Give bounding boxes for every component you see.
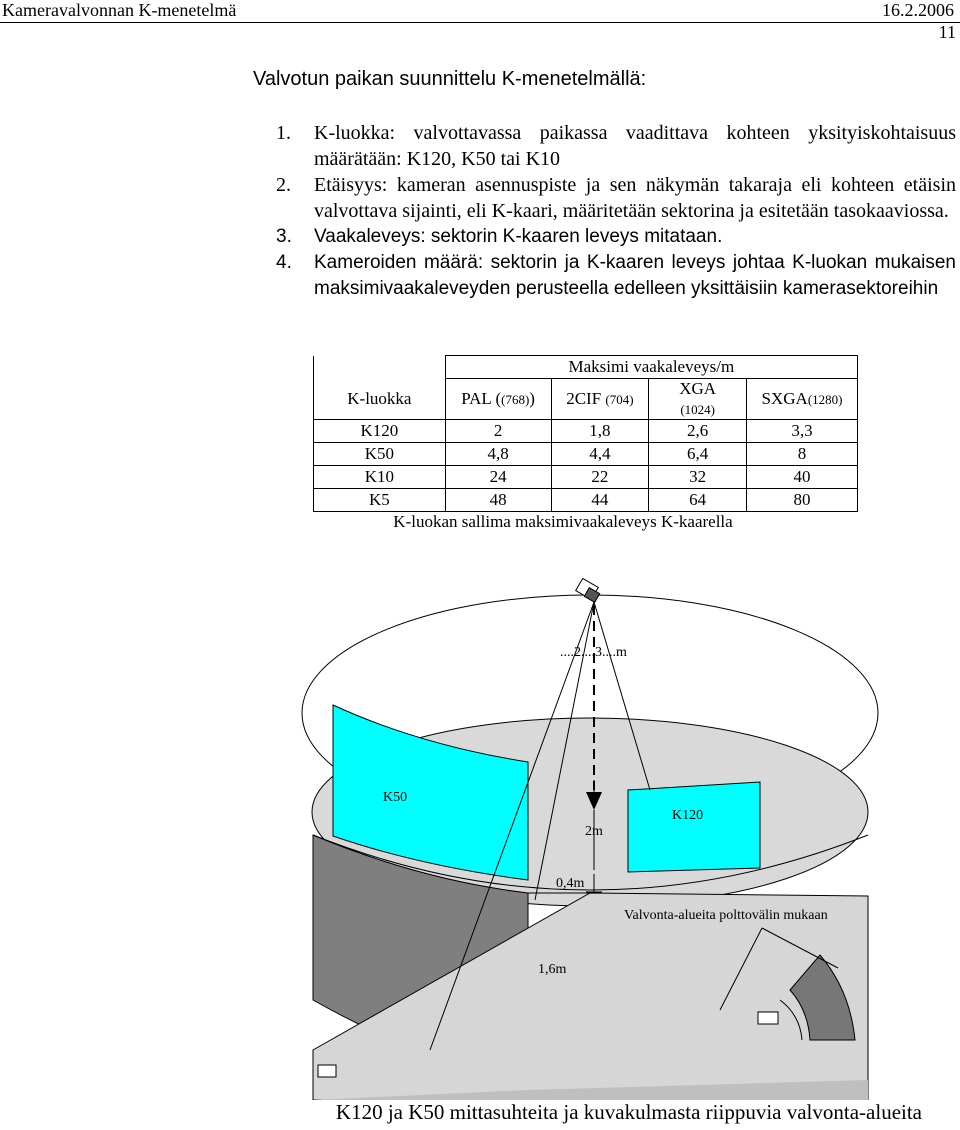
steps-list: 1. K-luokka: valvottavassa paikassa vaad… bbox=[276, 120, 956, 302]
list-item-number: 1. bbox=[276, 122, 291, 144]
table-cell: 2,6 bbox=[648, 419, 748, 443]
list-item: 2. Etäisyys: kameran asennuspiste ja sen… bbox=[276, 172, 956, 224]
table-cell: 4,8 bbox=[444, 442, 552, 466]
floor-sector bbox=[312, 892, 869, 1100]
height-label-2m: 2m bbox=[585, 824, 603, 839]
list-item-number: 4. bbox=[276, 252, 292, 273]
column-header: SXGA(1280) bbox=[746, 378, 858, 420]
table-row: K10 24 22 32 40 bbox=[313, 465, 858, 489]
list-item-text: Kameroiden määrä: sektorin ja K-kaaren l… bbox=[314, 252, 956, 299]
camera-floor-icon bbox=[317, 1064, 337, 1078]
view-ray-left bbox=[534, 601, 595, 901]
table-row: K50 4,8 4,4 6,4 8 bbox=[313, 442, 858, 466]
list-item: 3. Vaakaleveys: sektorin K-kaaren leveys… bbox=[276, 224, 956, 250]
section-heading: Valvotun paikan suunnittelu K-menetelmäl… bbox=[253, 68, 647, 90]
table-corner-header: K-luokka bbox=[313, 378, 446, 420]
table-cell: 32 bbox=[648, 465, 748, 489]
column-header: 2CIF (704) bbox=[550, 378, 650, 420]
table-row: K120 2 1,8 2,6 3,3 bbox=[313, 419, 858, 443]
distance-label: ....2....3....m bbox=[560, 645, 627, 660]
camera-floor-icon bbox=[757, 1011, 779, 1025]
floor-inner bbox=[313, 1080, 868, 1100]
camera-top-icon bbox=[575, 577, 601, 604]
table-cell: 40 bbox=[746, 465, 858, 489]
table-cell: 80 bbox=[746, 488, 858, 512]
focal-pointer-right bbox=[761, 927, 839, 969]
row-label: K50 bbox=[313, 442, 446, 466]
row-label: K5 bbox=[313, 488, 446, 512]
k120-label: K120 bbox=[672, 808, 704, 823]
focal-pointer-left bbox=[719, 927, 763, 1011]
table-cell: 8 bbox=[746, 442, 858, 466]
table-cell: 3,3 bbox=[746, 419, 858, 443]
table-row: K5 48 44 64 80 bbox=[313, 488, 858, 512]
arrow-head bbox=[586, 792, 602, 810]
surveillance-diagram bbox=[301, 577, 879, 1100]
table-cell: 24 bbox=[444, 465, 552, 489]
focal-arc bbox=[779, 999, 803, 1041]
wall-ring bbox=[312, 834, 869, 891]
table-group-header: Maksimi vaakaleveys/m bbox=[444, 355, 859, 379]
height-label-04m: 0,4m bbox=[556, 876, 585, 891]
table-cell: 44 bbox=[550, 488, 650, 512]
document-date: 16.2.2006 bbox=[882, 0, 954, 20]
resolution-table: Maksimi vaakaleveys/m K-luokka PAL ((768… bbox=[313, 355, 859, 512]
list-item-text: Etäisyys: kameran asennuspiste ja sen nä… bbox=[314, 174, 956, 222]
table-caption: K-luokan sallima maksimivaakaleveys K-ka… bbox=[393, 512, 733, 531]
figure-caption: K120 ja K50 mittasuhteita ja kuvakulmast… bbox=[335, 1100, 922, 1124]
focal-label: Valvonta-alueita polttovälin mukaan bbox=[624, 908, 828, 923]
row-label: K120 bbox=[313, 419, 446, 443]
table-cell: 2 bbox=[444, 419, 552, 443]
table-cell: 48 bbox=[444, 488, 552, 512]
table-cell: 6,4 bbox=[648, 442, 748, 466]
height-label-16m: 1,6m bbox=[538, 962, 567, 977]
table-cell: 4,4 bbox=[550, 442, 650, 466]
document-title: Kameravalvonnan K-menetelmä bbox=[2, 0, 237, 20]
row-label: K10 bbox=[313, 465, 446, 489]
list-item: 4. Kameroiden määrä: sektorin ja K-kaare… bbox=[276, 250, 956, 302]
table-cell: 22 bbox=[550, 465, 650, 489]
page-header: Kameravalvonnan K-menetelmä 16.2.2006 bbox=[0, 0, 960, 23]
view-ray-far bbox=[429, 601, 595, 1051]
list-item: 1. K-luokka: valvottavassa paikassa vaad… bbox=[276, 120, 956, 172]
list-item-number: 2. bbox=[276, 174, 291, 196]
page-number: 11 bbox=[938, 22, 956, 42]
column-header: XGA(1024) bbox=[648, 378, 748, 420]
view-ray-right bbox=[593, 601, 651, 791]
table-corner-top bbox=[313, 355, 446, 379]
dark-sector bbox=[789, 954, 856, 1041]
column-header: PAL ((768)) bbox=[444, 378, 552, 420]
k120-panel bbox=[627, 781, 761, 873]
table-cell: 64 bbox=[648, 488, 748, 512]
list-item-text: K-luokka: valvottavassa paikassa vaaditt… bbox=[314, 122, 956, 170]
k50-label: K50 bbox=[383, 790, 408, 805]
table-cell: 1,8 bbox=[550, 419, 650, 443]
k50-wall bbox=[332, 704, 529, 881]
list-item-text: Vaakaleveys: sektorin K-kaaren leveys mi… bbox=[314, 226, 723, 247]
list-item-number: 3. bbox=[276, 226, 292, 247]
